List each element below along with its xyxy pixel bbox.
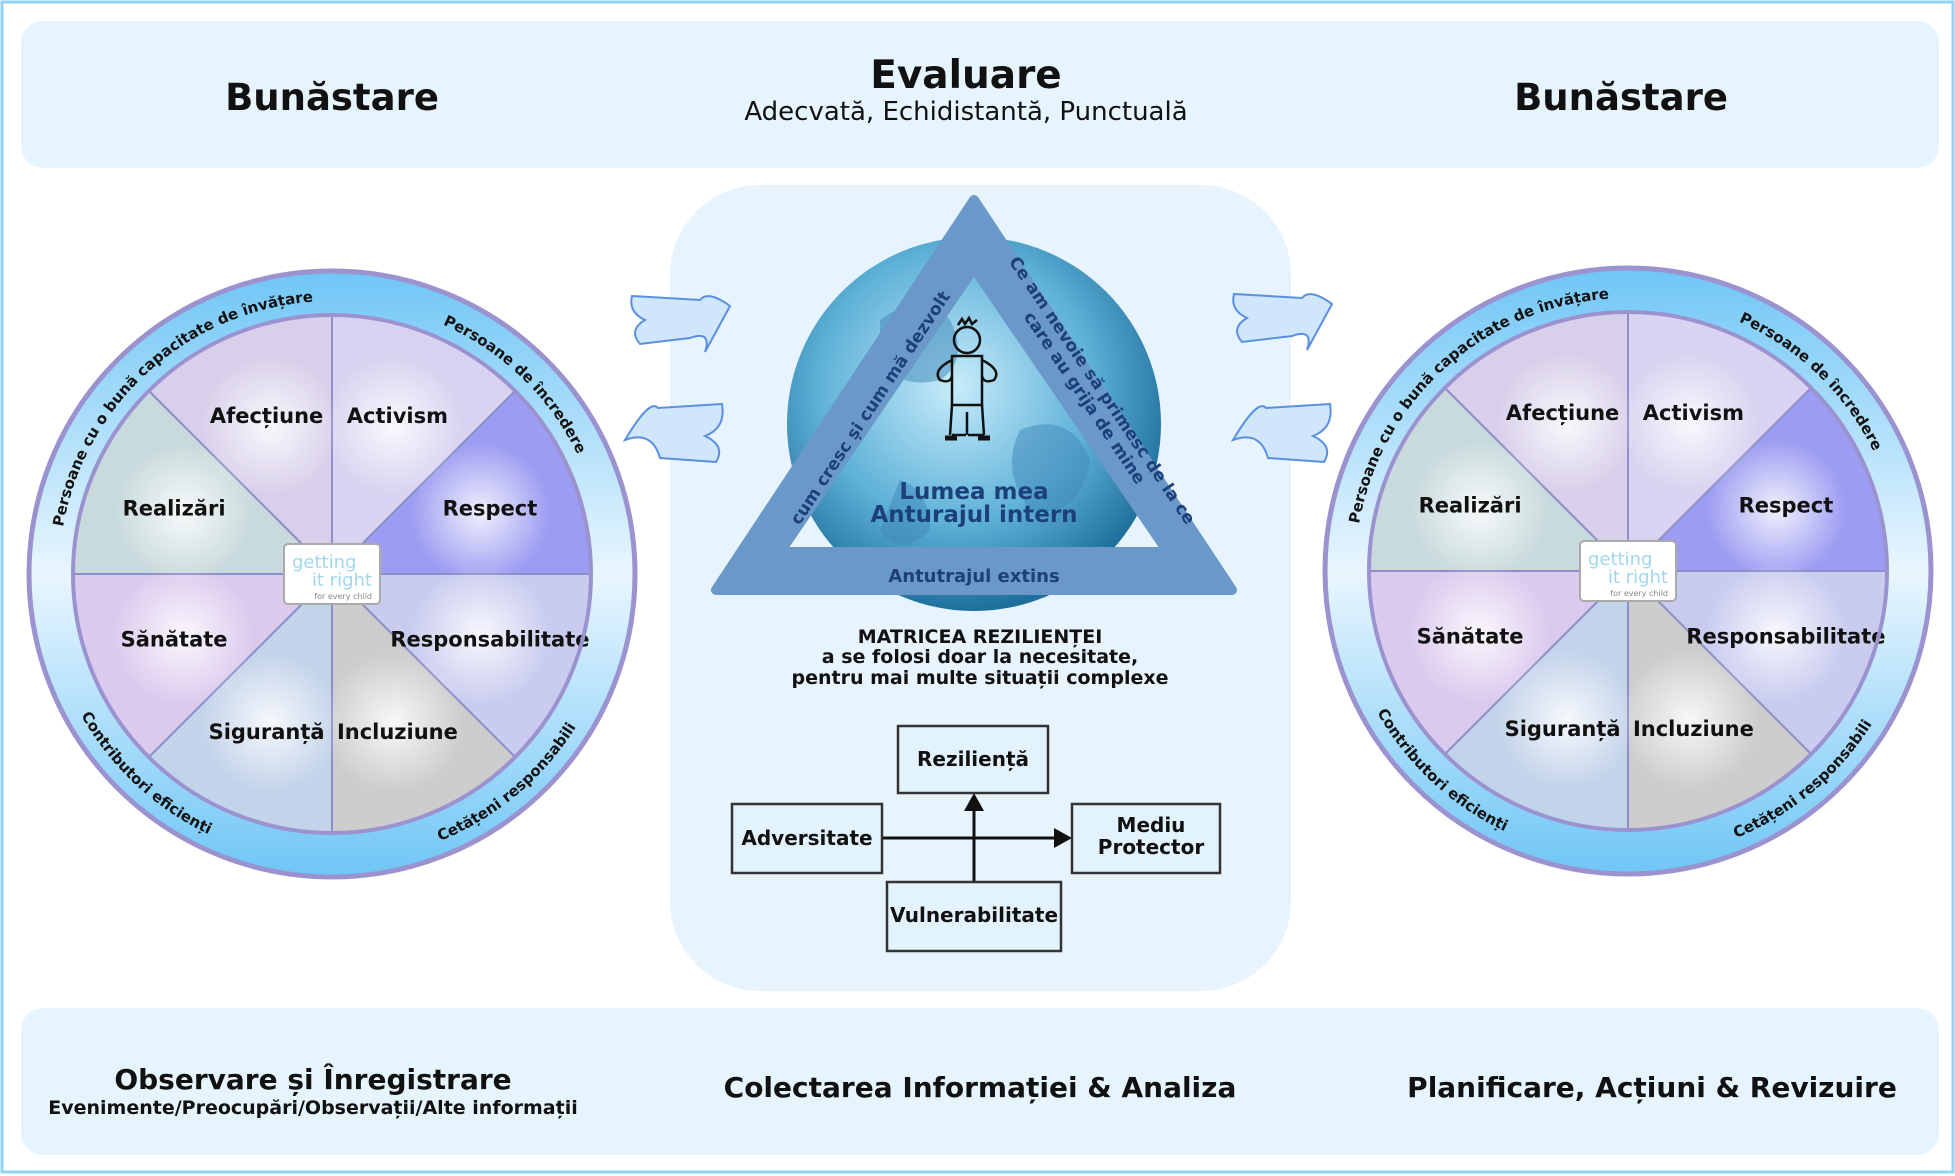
wheel-segment-label: Responsabilitate [1686,624,1885,648]
segment-highlight [1619,352,1760,493]
segment-highlight [1496,649,1637,790]
svg-text:it right: it right [1608,567,1668,588]
wheel-segment-label: Siguranță [209,720,325,745]
matrix-box-adversity: Adversitate [730,802,884,875]
wheel-segment-label: Siguranță [1505,717,1621,742]
wheel-segment-label: Realizări [123,497,226,521]
wheel-segment-label: Activism [1643,401,1744,425]
matrix-box-vulnerability-label: Vulnerabilitate [890,903,1058,927]
matrix-box-protective-label-1: Mediu [1117,813,1186,837]
segment-highlight [323,355,464,496]
globe-label-line1: Lumea mea [899,479,1048,505]
matrix-box-protective-label-2: Protector [1098,835,1205,859]
segment-highlight [410,442,551,583]
header-right-title: Bunăstare [1514,76,1728,119]
svg-text:getting: getting [1588,549,1652,570]
wheel-segment-label: Respect [443,497,538,521]
triangle-bottom-label: Antutrajul extins [888,566,1059,587]
segment-highlight [1619,649,1760,790]
header-center-title: Evaluare [870,53,1062,98]
header-center-subtitle: Adecvată, Echidistantă, Punctuală [744,97,1187,127]
child-figure-icon [936,315,998,441]
wheel-inner-border [1367,310,1889,832]
arrow-right-icon [630,294,732,353]
wheel-segment-label: Respect [1739,494,1834,518]
matrix-box-protective-environment: Mediu Protector [1070,802,1222,875]
wheel-segment-label: Afecțiune [1506,401,1619,426]
wheel-segment-label: Realizări [1419,494,1522,518]
globe-label-line2: Anturajul intern [870,502,1077,528]
segment-highlight [1706,439,1847,580]
footer-left-subtitle: Evenimente/Preocupări/Observații/Alte in… [48,1097,578,1119]
matrix-arrows [882,793,1072,882]
matrix-subtitle-1: a se folosi doar la necesitate, [822,646,1138,668]
wheel-segment-label: Afecțiune [210,404,323,429]
wheel-left: ActivismRespectResponsabilitateIncluziun… [26,268,638,880]
segment-highlight [410,565,551,706]
wheel-segment-label: Sănătate [121,627,228,651]
arrows [622,292,1334,464]
header-banner [21,21,1939,168]
wheel-inner-border [71,313,593,835]
segment-highlight [200,652,341,793]
arrow-left-icon [1230,402,1332,464]
matrix-box-resilience-label: Reziliență [917,747,1029,771]
footer-center-title: Colectarea Informației & Analiza [724,1071,1237,1104]
svg-text:for every child: for every child [314,592,372,601]
matrix-title: MATRICEA REZILIENȚEI [858,626,1103,648]
segment-highlight [1409,562,1550,703]
wheel-right: ActivismRespectResponsabilitateIncluziun… [1322,265,1934,877]
matrix-box-vulnerability: Vulnerabilitate [885,880,1063,953]
footer-banner [21,1008,1939,1155]
matrix-box-resilience: Reziliență [896,724,1050,795]
matrix-box-adversity-label: Adversitate [741,826,872,850]
wheel-segment-label: Sănătate [1417,624,1524,648]
triangle-frame [711,195,1237,595]
wheel-segment-label: Incluziune [337,720,458,744]
segment-highlight [323,652,464,793]
svg-text:it right: it right [312,570,372,591]
wheel-segment-label: Activism [347,404,448,428]
wheel-segment-label: Responsabilitate [390,627,589,651]
segment-highlight [1409,439,1550,580]
segment-highlight [1496,352,1637,493]
segment-highlight [1706,562,1847,703]
svg-text:for every child: for every child [1610,589,1668,598]
segment-highlight [200,355,341,496]
wheel-segment-label: Incluziune [1633,717,1754,741]
arrow-left-icon [622,402,724,464]
arrow-right-icon [1232,292,1334,351]
svg-text:getting: getting [292,552,356,573]
footer-left-title: Observare și Înregistrare [114,1062,511,1096]
matrix-subtitle-2: pentru mai multe situații complexe [791,667,1168,689]
header-left-title: Bunăstare [225,76,439,119]
segment-highlight [113,565,254,706]
segment-highlight [113,442,254,583]
footer-right-title: Planificare, Acțiuni & Revizuire [1407,1071,1897,1104]
